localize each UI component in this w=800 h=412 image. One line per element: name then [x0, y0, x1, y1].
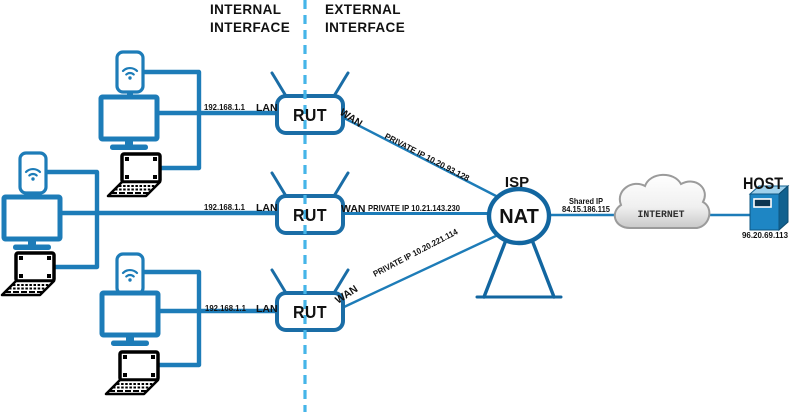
laptop-2-icon: [0, 251, 56, 297]
connection-lines: [43, 69, 754, 368]
lan-ip-label-1: 192.168.1.1: [204, 102, 245, 112]
internet-cloud-icon: [613, 173, 711, 229]
router-1-label: RUT: [293, 105, 327, 125]
wan-line-3: [342, 233, 500, 309]
nat-label: NAT: [499, 206, 539, 228]
internal-interface-label-1: INTERNAL: [210, 2, 281, 17]
lan-label-2: LAN: [256, 202, 278, 214]
desktop-monitor-2-icon: [4, 197, 60, 250]
lan-label-3: LAN: [256, 303, 278, 315]
desktop-monitor-3-icon: [102, 293, 158, 346]
client-devices: [0, 50, 162, 396]
internet-label: INTERNET: [638, 210, 685, 221]
host-ip-label: 96.20.69.113: [742, 230, 788, 240]
lan-ip-label-2: 192.168.1.1: [204, 202, 245, 212]
wan-line-1: [342, 116, 500, 199]
internal-interface-label-2: INTERFACE: [210, 20, 290, 35]
smartphone-2-icon: [18, 151, 48, 198]
wan-label-2: WAN: [341, 203, 366, 215]
private-ip-label-2: PRIVATE IP 10.21.143.230: [368, 203, 460, 213]
isp-label: ISP: [505, 174, 529, 191]
cluster3-trunk-line: [140, 269, 202, 368]
external-interface-label-2: INTERFACE: [325, 20, 405, 35]
lan-label-1: LAN: [256, 102, 278, 114]
private-ip-label-1: PRIVATE IP 10.20.93.128: [383, 131, 471, 183]
router-3-label: RUT: [293, 302, 327, 322]
external-interface-label-1: EXTERNAL: [325, 2, 401, 17]
nat-node: [486, 186, 552, 246]
smartphone-1-icon: [115, 50, 145, 97]
desktop-monitor-1-icon: [101, 97, 157, 150]
nat-tower-icon: [475, 238, 563, 299]
labels: INTERNAL INTERFACE EXTERNAL INTERFACE 19…: [204, 2, 788, 322]
shared-ip-value: 84.15.186.115: [562, 204, 610, 214]
router-2-label: RUT: [293, 205, 327, 225]
private-ip-label-3: PRIVATE IP 10.20.221.114: [371, 226, 459, 278]
host-server-icon: [748, 184, 790, 232]
cluster1-trunk-line: [139, 69, 202, 171]
cluster2-trunk-line: [43, 169, 100, 270]
shared-ip-label: Shared IP: [569, 196, 603, 206]
laptop-3-icon: [104, 350, 160, 396]
laptop-1-icon: [106, 152, 162, 198]
lan-ip-label-3: 192.168.1.1: [205, 303, 246, 313]
host-label: HOST: [743, 175, 783, 193]
